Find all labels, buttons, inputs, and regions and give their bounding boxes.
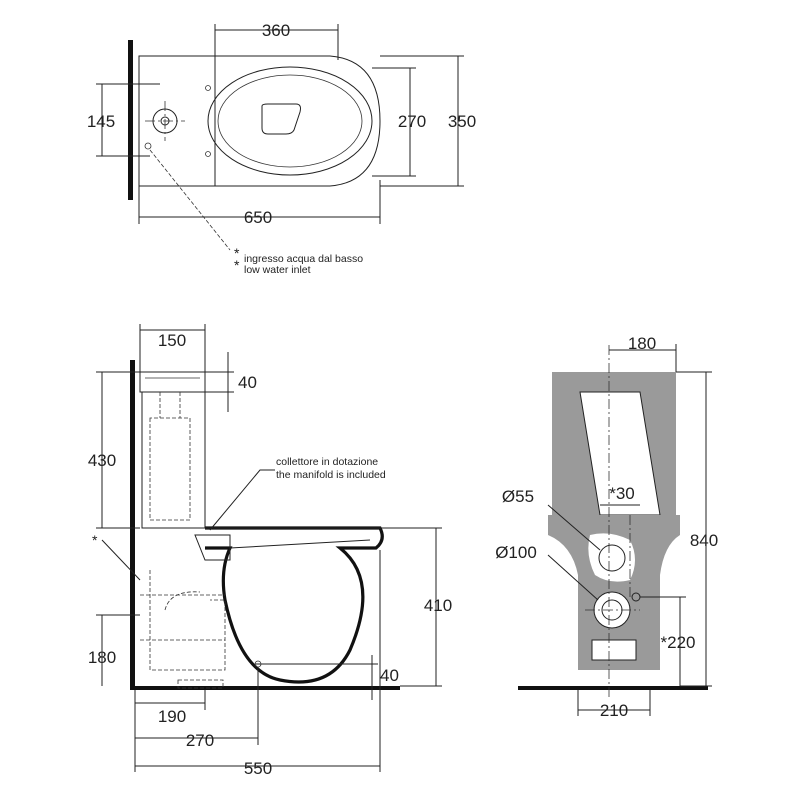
note-leader [149, 149, 231, 251]
flush-tube [159, 392, 181, 418]
manifold-note-en: the manifold is included [276, 469, 386, 481]
seat-ellipse [207, 66, 373, 176]
dim-190-label: 190 [158, 707, 186, 726]
dim-270-top-label: 270 [398, 112, 426, 131]
manifold-part [194, 534, 231, 561]
dim-350-label: 350 [448, 112, 476, 131]
dim-150-label: 150 [158, 331, 186, 350]
dim-40-lid-label: 40 [238, 373, 257, 392]
seat-inner-ellipse [217, 74, 363, 168]
side-view: collettore in dotazione the manifold is … [88, 324, 452, 778]
inlet-55-circle [598, 544, 626, 572]
dim-40-floor-label: 40 [380, 666, 399, 685]
dim-leader-55 [547, 504, 601, 551]
rear-view: 180 *30 Ø55 Ø100 840 *220 210 [495, 334, 718, 720]
dim-145-label: 145 [87, 112, 115, 131]
dim-210-label: 210 [600, 701, 628, 720]
manifold-note-it: collettore in dotazione [276, 456, 378, 468]
bolt-hole-upper [205, 85, 211, 91]
trap-outline [149, 570, 226, 671]
wall-top-view [128, 40, 133, 200]
star-leader-side [101, 539, 141, 581]
dim-30-label: *30 [609, 484, 635, 503]
note-star-2: * [234, 257, 240, 273]
dim-410-label: 410 [424, 596, 452, 615]
dim-220-label: *220 [661, 633, 696, 652]
outlet-guides [140, 594, 225, 641]
note-italian: ingresso acqua dal basso [244, 253, 363, 265]
tank-body [141, 392, 206, 529]
floor-outlet [177, 679, 224, 689]
drain-opening [261, 103, 301, 135]
note-english: low water inlet [244, 264, 311, 276]
floor-side-view [130, 686, 400, 690]
rim-line [229, 539, 371, 549]
dim-360-label: 360 [262, 21, 290, 40]
low-inlet-hole [144, 142, 152, 150]
top-view: 360 270 350 145 650 * ingresso acqua dal… [87, 21, 476, 276]
dim-270-side-label: 270 [186, 731, 214, 750]
dim-550-label: 550 [244, 759, 272, 778]
tank-inner-trapezoid [580, 392, 660, 515]
dim-d55-label: Ø55 [502, 487, 534, 506]
dim-180-rear-label: 180 [628, 334, 656, 353]
bowl-outer-top [215, 55, 381, 187]
dim-d100-label: Ø100 [495, 543, 537, 562]
trap-curve [164, 591, 201, 611]
outlet-recess-outline [591, 639, 637, 661]
dim-430-label: 430 [88, 451, 116, 470]
outlet-recess [592, 640, 636, 660]
dim-840-label: 840 [690, 531, 718, 550]
bowl-profile [205, 526, 384, 684]
dim-180-side-label: 180 [88, 648, 116, 667]
tank-lid [139, 371, 206, 393]
tank-outline-top [138, 55, 216, 187]
dim-650-label: 650 [244, 208, 272, 227]
wall-side-view [130, 360, 135, 690]
dim-leader-100 [547, 554, 599, 601]
bolt-hole-lower [205, 151, 211, 157]
side-star-label: * [92, 532, 98, 548]
manifold-leader [209, 469, 275, 531]
flush-mechanism [149, 417, 191, 521]
floor-fixing-hole [254, 660, 262, 668]
note-star-1: * [234, 245, 240, 261]
floor-rear-view [518, 686, 708, 690]
inlet-recess [588, 533, 635, 582]
